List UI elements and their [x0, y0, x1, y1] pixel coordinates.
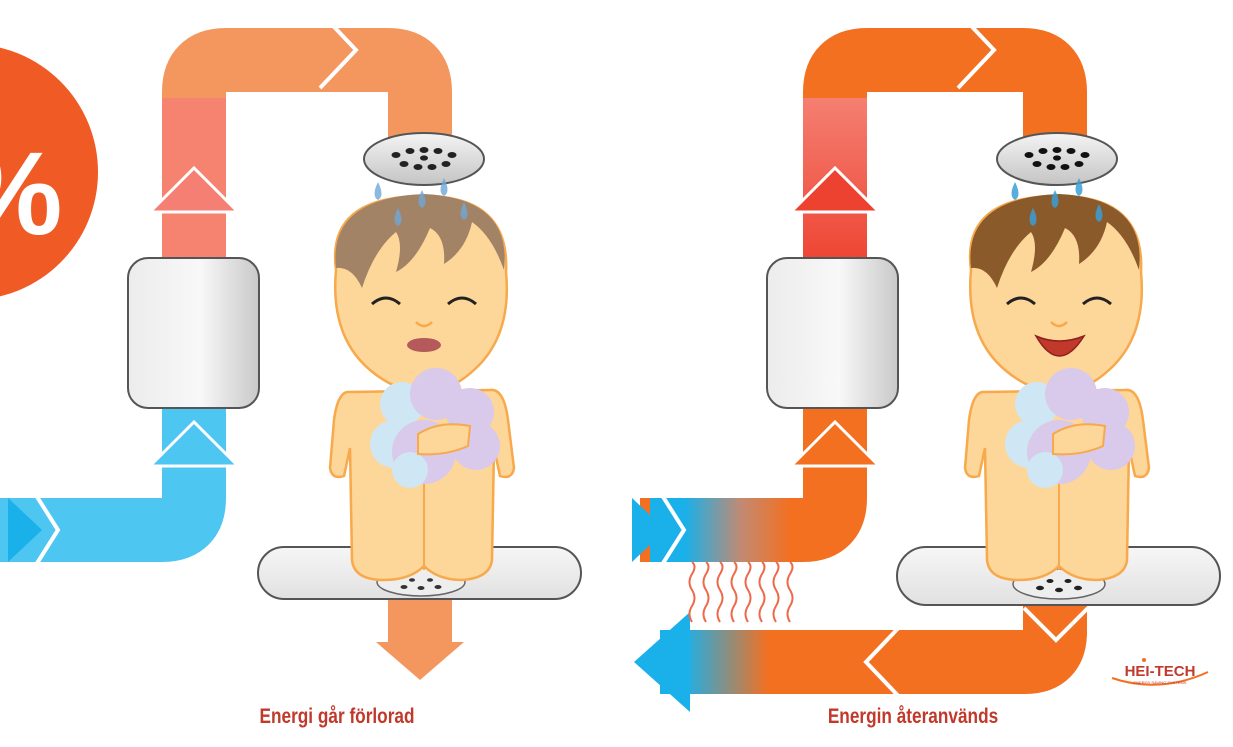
caption-energy-lost: Energi går förlorad [173, 705, 501, 729]
caption-energy-reused: Energin återanvänds [749, 705, 1077, 729]
showering-child-left [330, 194, 514, 580]
water-heater-unit [128, 258, 259, 408]
water-heater-unit [767, 258, 898, 408]
mouth [407, 338, 441, 352]
scene-energy-reused: HEI-TECH ENERGY SAVING SYSTEMS [632, 12, 1220, 712]
percent-sign: % [0, 128, 62, 260]
hei-tech-logo: HEI-TECH ENERGY SAVING SYSTEMS [1112, 658, 1208, 685]
scene-energy-lost [0, 12, 581, 680]
outflow-arrow-icon [634, 612, 690, 712]
logo-tagline: ENERGY SAVING SYSTEMS [1134, 680, 1187, 685]
drain-arrow-down-icon [376, 642, 464, 680]
heat-transfer-waves-icon [690, 562, 793, 622]
percentage-badge: % [0, 44, 98, 300]
logo-wordmark: HEI-TECH [1125, 663, 1196, 680]
showering-child-right [965, 194, 1149, 580]
